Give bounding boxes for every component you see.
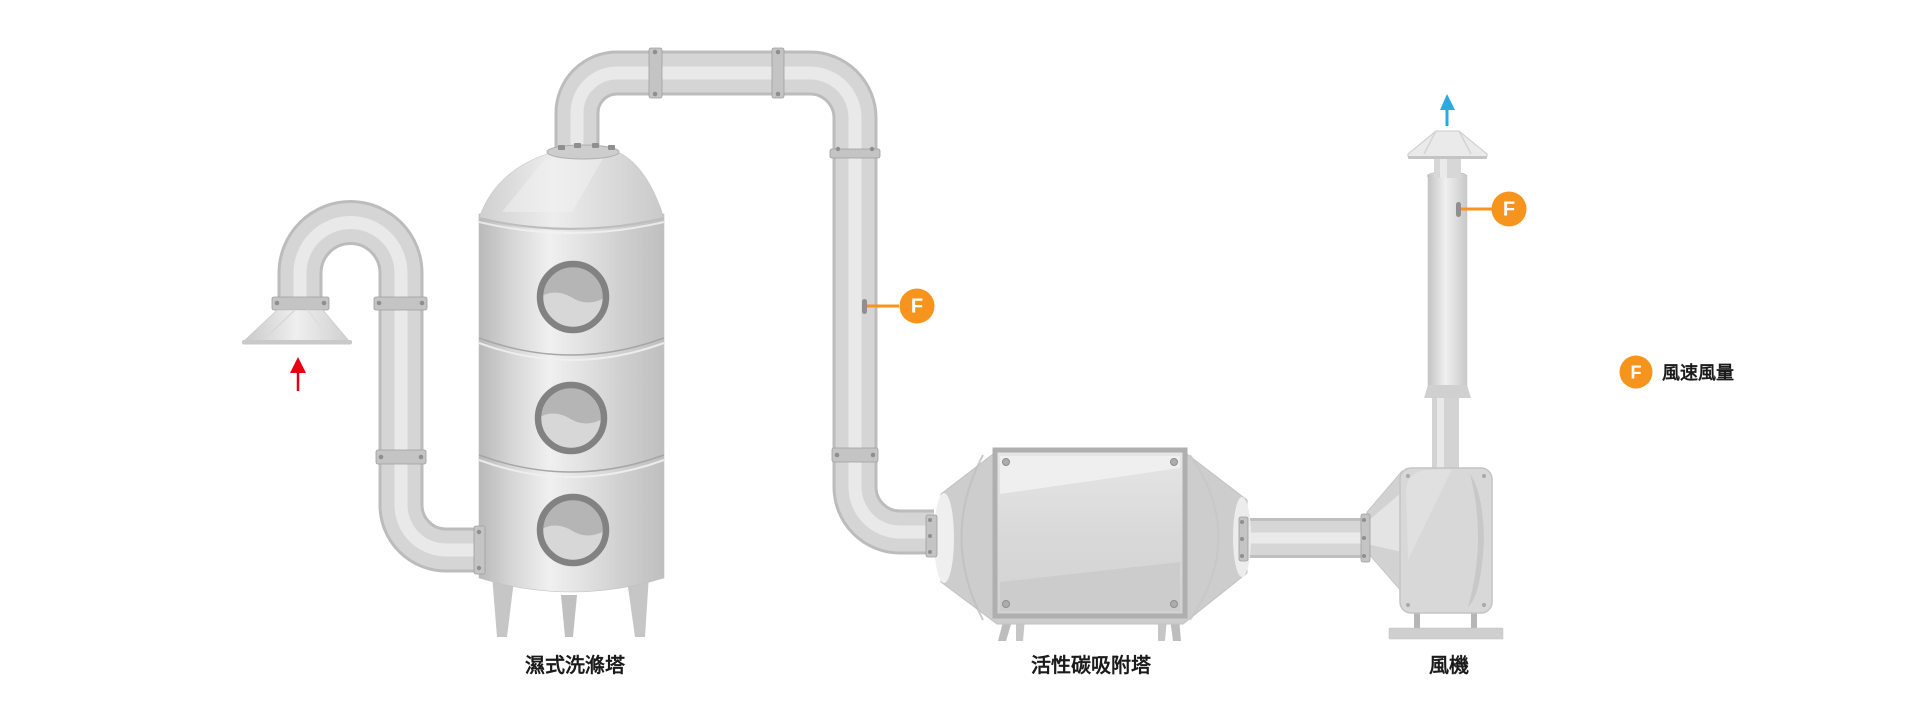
inlet-flow-arrow <box>290 357 306 391</box>
sight-glass-porthole <box>534 381 608 455</box>
flow-marker-letter: F <box>1503 199 1515 221</box>
scrubber-legs <box>492 575 649 637</box>
flow-marker-stack: F <box>1456 191 1527 227</box>
flow-marker-circle <box>899 288 935 324</box>
legend-label: 風速風量 <box>1662 362 1734 383</box>
fume-intake-hood <box>242 296 352 345</box>
scrubber-inlet-flange <box>473 525 486 575</box>
carbon-adsorption-tower <box>925 447 1251 641</box>
scrubber-label: 濕式洗滌塔 <box>525 653 626 677</box>
legend-flow-marker-circle <box>1619 355 1653 389</box>
carbon-tower-label: 活性碳吸附塔 <box>1031 653 1152 677</box>
fan-base-plate <box>1388 627 1504 640</box>
exhaust-fan <box>1360 467 1504 640</box>
fan-label: 風機 <box>1429 654 1469 677</box>
wet-scrubber-tower <box>473 143 665 637</box>
inlet-hood-pipe <box>300 223 486 550</box>
legend-flow-marker-letter: F <box>1631 363 1642 383</box>
legend: F 風速風量 <box>1619 355 1734 389</box>
outlet-flow-arrow <box>1440 94 1455 126</box>
pipe-flanges <box>373 47 881 465</box>
flow-marker-letter: F <box>911 296 923 318</box>
exhaust-stack <box>1407 94 1488 472</box>
sight-glass-porthole <box>536 493 610 567</box>
stack-rain-cap <box>1407 130 1488 159</box>
flow-marker-circle <box>1491 191 1527 227</box>
sight-glass-porthole <box>536 260 610 334</box>
flow-marker-duct: F <box>862 288 935 324</box>
